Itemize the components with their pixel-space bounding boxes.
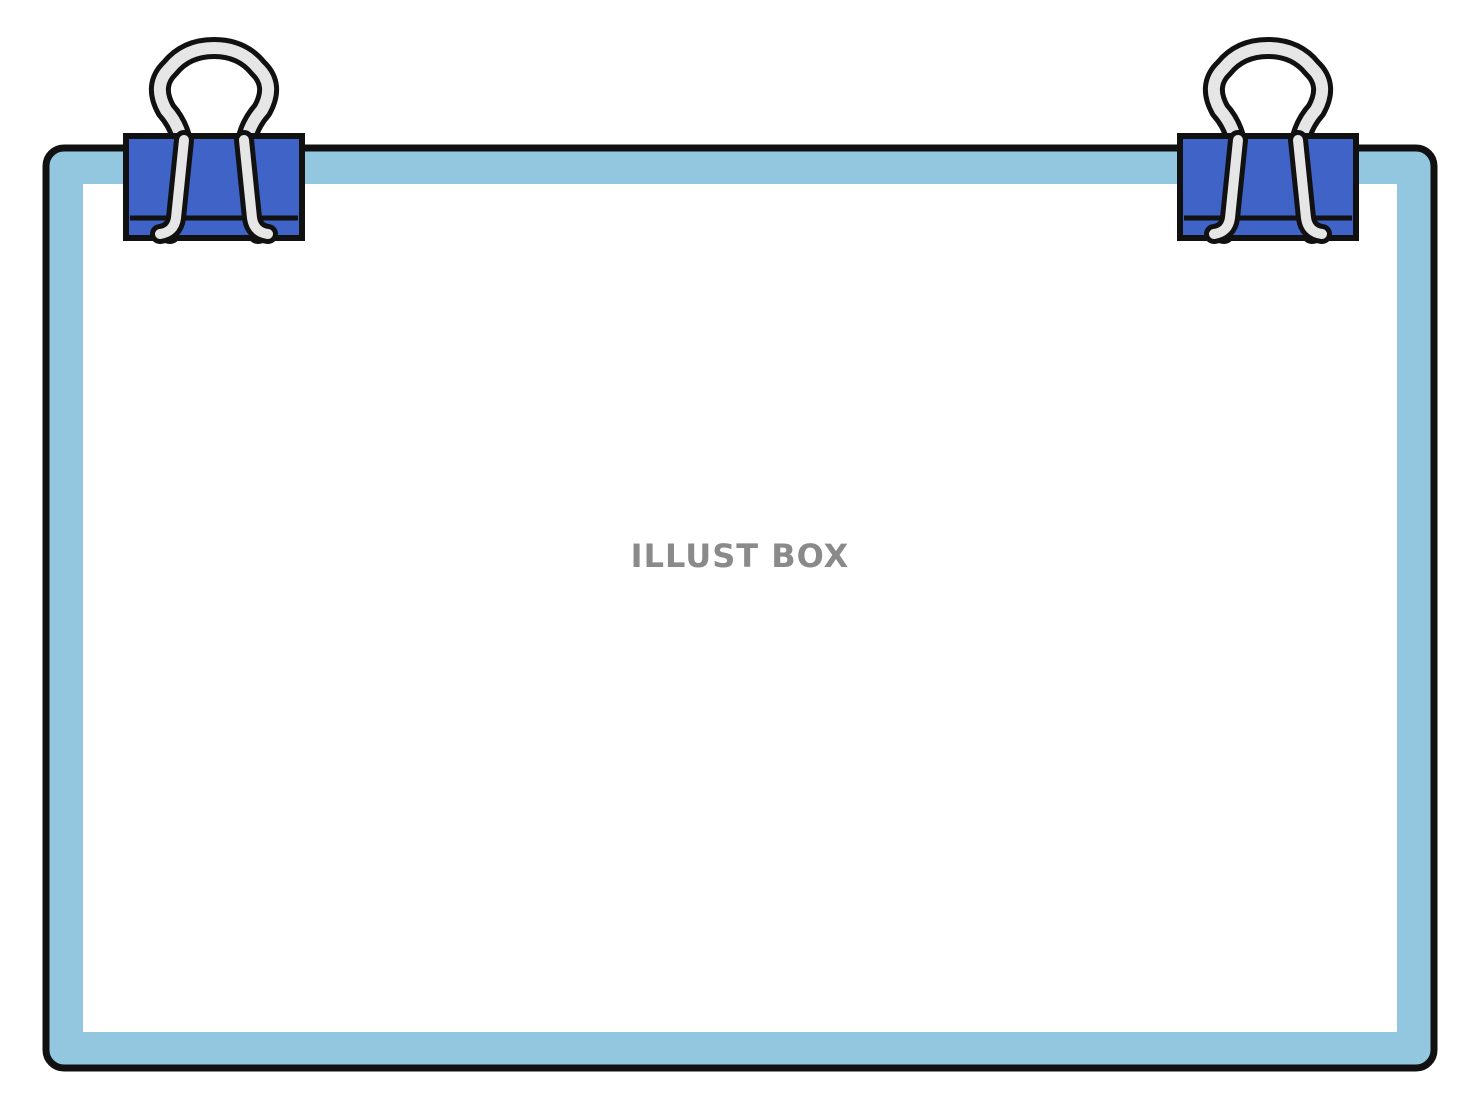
frame-paper — [83, 184, 1397, 1032]
binder-clip-icon — [1177, 37, 1359, 244]
watermark-text: ILLUST BOX — [630, 537, 850, 575]
binder-clip-icon — [123, 37, 305, 244]
